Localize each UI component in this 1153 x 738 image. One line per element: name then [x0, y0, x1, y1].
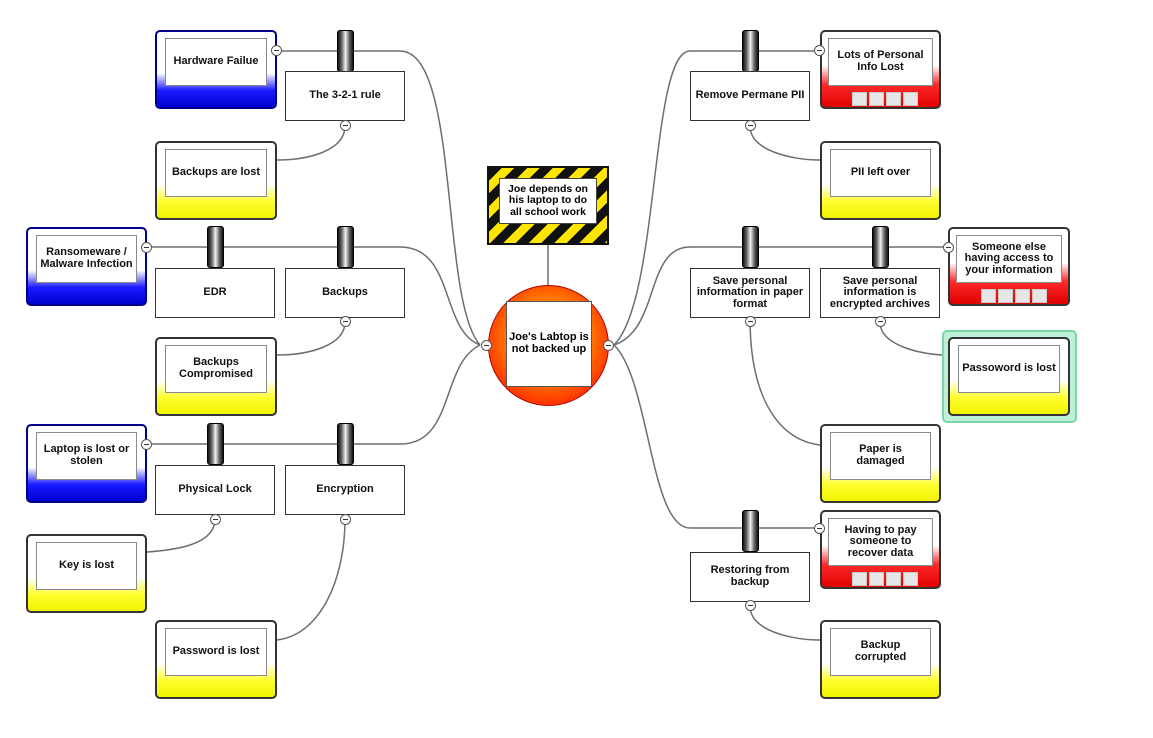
escalation-label: Passoword is lost: [958, 345, 1060, 393]
escalation-backup-corrupted[interactable]: Backup corrupted: [820, 620, 941, 699]
barrier-handle: [742, 30, 759, 72]
hazard-box[interactable]: Joe depends on his laptop to do all scho…: [487, 166, 609, 245]
risk-matrix-cells: [852, 572, 918, 586]
escalation-key-lost[interactable]: Key is lost: [26, 534, 147, 613]
barrier-paper-format[interactable]: Save personal information in paper forma…: [690, 268, 810, 318]
collapse-icon[interactable]: [271, 45, 282, 56]
barrier-handle: [872, 226, 889, 268]
collapse-icon[interactable]: [875, 316, 886, 327]
escalation-pii-left-over[interactable]: PII left over: [820, 141, 941, 220]
collapse-icon[interactable]: [340, 316, 351, 327]
top-event-label: Joe's Labtop is not backed up: [506, 301, 592, 387]
barrier-handle: [337, 423, 354, 465]
escalation-label: Paper is damaged: [830, 432, 931, 480]
barrier-3-2-1-rule[interactable]: The 3-2-1 rule: [285, 71, 405, 121]
consequence-label: Having to pay someone to recover data: [828, 518, 933, 566]
escalation-paper-damaged[interactable]: Paper is damaged: [820, 424, 941, 503]
escalation-label: Password is lost: [165, 628, 267, 676]
escalation-label: Key is lost: [36, 542, 137, 590]
barrier-encrypted-archives[interactable]: Save personal information is encrypted a…: [820, 268, 940, 318]
consequence-personal-info-lost[interactable]: Lots of Personal Info Lost: [820, 30, 941, 109]
escalation-password-lost-right[interactable]: Passoword is lost: [948, 337, 1070, 416]
threat-ransomware[interactable]: Ransomeware / Malware Infection: [26, 227, 147, 306]
top-event[interactable]: Joe's Labtop is not backed up: [488, 285, 609, 406]
collapse-icon[interactable]: [745, 600, 756, 611]
barrier-handle: [207, 226, 224, 268]
barrier-encryption[interactable]: Encryption: [285, 465, 405, 515]
barrier-handle: [742, 510, 759, 552]
collapse-right-icon[interactable]: [603, 340, 614, 351]
consequence-pay-recover[interactable]: Having to pay someone to recover data: [820, 510, 941, 589]
collapse-icon[interactable]: [814, 523, 825, 534]
risk-matrix-cells: [981, 289, 1047, 303]
consequence-someone-access[interactable]: Someone else having access to your infor…: [948, 227, 1070, 306]
escalation-label: PII left over: [830, 149, 931, 197]
escalation-label: Backup corrupted: [830, 628, 931, 676]
barrier-handle: [337, 226, 354, 268]
threat-hardware-failure[interactable]: Hardware Failue: [155, 30, 277, 109]
escalation-backups-compromised[interactable]: Backups Compromised: [155, 337, 277, 416]
collapse-icon[interactable]: [141, 439, 152, 450]
barrier-physical-lock[interactable]: Physical Lock: [155, 465, 275, 515]
threat-label: Ransomeware / Malware Infection: [36, 235, 137, 283]
barrier-remove-pii[interactable]: Remove Permane PII: [690, 71, 810, 121]
collapse-left-icon[interactable]: [481, 340, 492, 351]
threat-label: Laptop is lost or stolen: [36, 432, 137, 480]
collapse-icon[interactable]: [210, 514, 221, 525]
barrier-edr[interactable]: EDR: [155, 268, 275, 318]
barrier-handle: [337, 30, 354, 72]
hazard-label: Joe depends on his laptop to do all scho…: [499, 178, 597, 224]
threat-laptop-lost[interactable]: Laptop is lost or stolen: [26, 424, 147, 503]
barrier-backups[interactable]: Backups: [285, 268, 405, 318]
collapse-icon[interactable]: [340, 514, 351, 525]
risk-matrix-cells: [852, 92, 918, 106]
escalation-backups-lost[interactable]: Backups are lost: [155, 141, 277, 220]
collapse-icon[interactable]: [814, 45, 825, 56]
consequence-label: Lots of Personal Info Lost: [828, 38, 933, 86]
collapse-icon[interactable]: [340, 120, 351, 131]
threat-label: Hardware Failue: [165, 38, 267, 86]
escalation-password-lost[interactable]: Password is lost: [155, 620, 277, 699]
barrier-handle: [742, 226, 759, 268]
collapse-icon[interactable]: [141, 242, 152, 253]
escalation-label: Backups are lost: [165, 149, 267, 197]
consequence-label: Someone else having access to your infor…: [956, 235, 1062, 283]
escalation-label: Backups Compromised: [165, 345, 267, 393]
collapse-icon[interactable]: [745, 316, 756, 327]
barrier-restore-backup[interactable]: Restoring from backup: [690, 552, 810, 602]
barrier-handle: [207, 423, 224, 465]
collapse-icon[interactable]: [943, 242, 954, 253]
collapse-icon[interactable]: [745, 120, 756, 131]
